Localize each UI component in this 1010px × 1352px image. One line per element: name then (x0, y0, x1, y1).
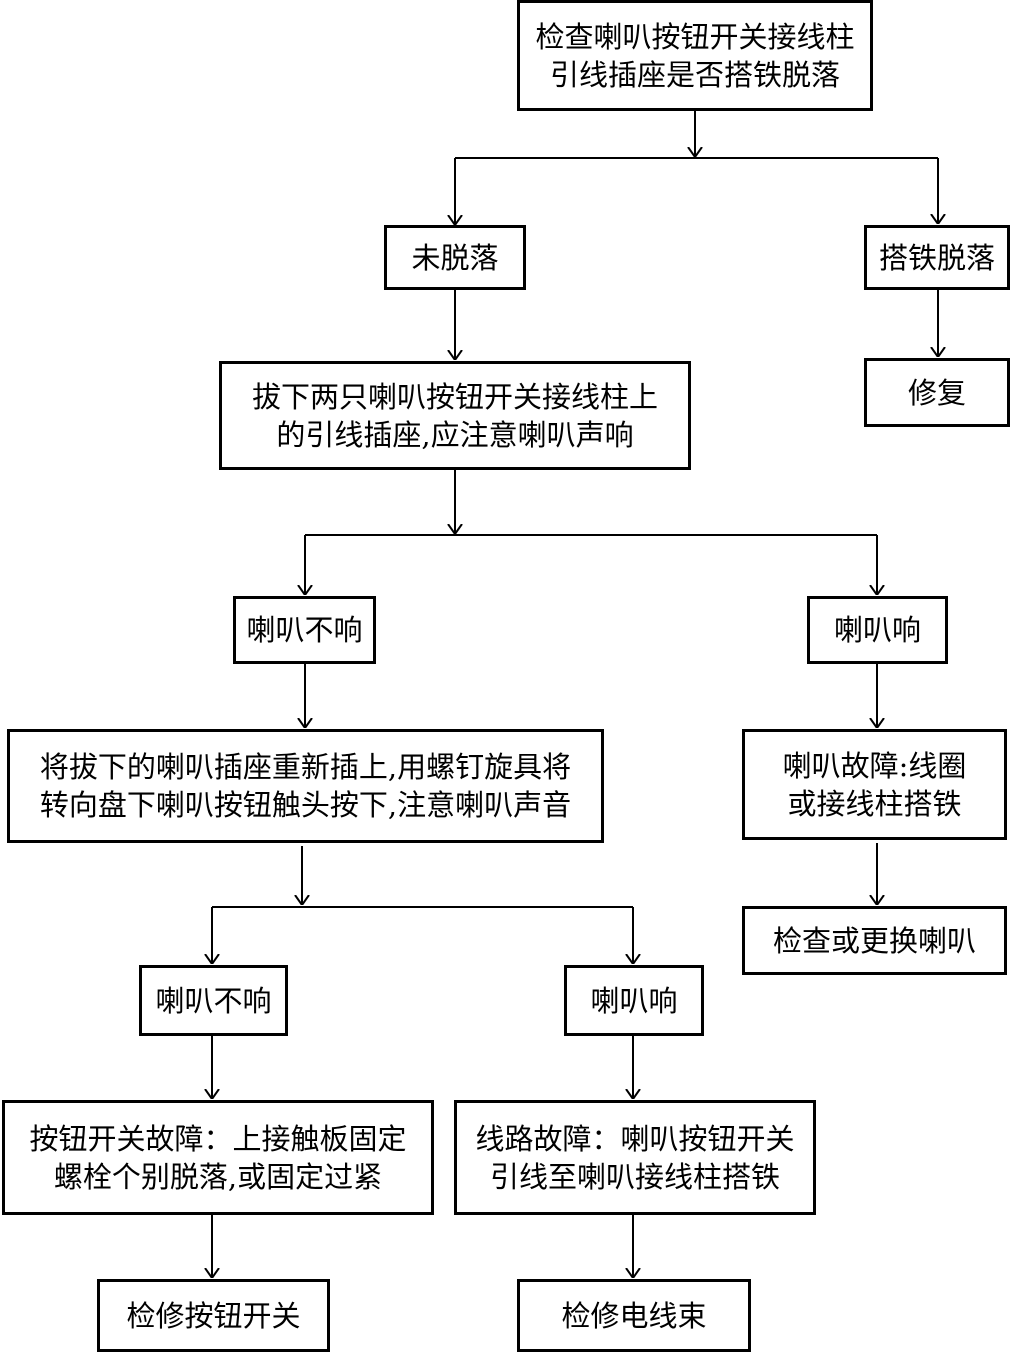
node-text: 喇叭故障:线圈或接线柱搭铁 (783, 747, 967, 823)
node-text-line: 转向盘下喇叭按钮触头按下,注意喇叭声音 (39, 788, 572, 822)
node-text: 喇叭响 (590, 982, 677, 1020)
node-fallen-ground: 搭铁脱落 (864, 225, 1010, 290)
node-repair: 修复 (864, 358, 1010, 427)
node-text: 未脱落 (411, 239, 498, 277)
node-repair-switch: 检修按钮开关 (97, 1279, 330, 1352)
node-text: 按钮开关故障：上接触板固定螺栓个别脱落,或固定过紧 (29, 1120, 406, 1196)
node-text-line: 引线插座是否搭铁脱落 (549, 57, 840, 92)
node-text-line: 或接线柱搭铁 (787, 786, 962, 821)
node-text-line: 喇叭不响 (246, 613, 363, 647)
node-horn-silent-1: 喇叭不响 (233, 596, 376, 664)
node-text: 修复 (908, 374, 966, 412)
node-text-line: 按钮开关故障：上接触板固定 (29, 1121, 407, 1156)
node-check-socket: 检查喇叭按钮开关接线柱引线插座是否搭铁脱落 (517, 0, 873, 111)
node-text-line: 检修电线束 (561, 1298, 707, 1333)
node-text-line: 螺栓个别脱落,或固定过紧 (53, 1159, 383, 1194)
node-horn-sounds-2: 喇叭响 (564, 965, 704, 1036)
node-horn-silent-2: 喇叭不响 (139, 965, 288, 1036)
node-text-line: 检查或更换喇叭 (772, 923, 976, 958)
node-text-line: 喇叭响 (833, 613, 921, 647)
node-text: 检修按钮开关 (126, 1297, 300, 1335)
node-replug-press: 将拔下的喇叭插座重新插上,用螺钉旋具将转向盘下喇叭按钮触头按下,注意喇叭声音 (7, 729, 604, 843)
node-horn-sounds-1: 喇叭响 (807, 596, 948, 664)
node-text-line: 将拔下的喇叭插座重新插上,用螺钉旋具将 (39, 750, 572, 784)
node-not-fallen: 未脱落 (384, 225, 526, 290)
node-text: 搭铁脱落 (879, 239, 995, 277)
node-text: 检查喇叭按钮开关接线柱引线插座是否搭铁脱落 (535, 18, 854, 94)
node-text-line: 线路故障：喇叭按钮开关 (475, 1121, 795, 1156)
node-text-line: 喇叭故障:线圈 (782, 748, 967, 783)
node-text: 线路故障：喇叭按钮开关引线至喇叭接线柱搭铁 (475, 1120, 794, 1196)
node-text: 检修电线束 (561, 1297, 706, 1335)
node-repair-harness: 检修电线束 (517, 1279, 751, 1352)
node-text: 喇叭响 (834, 611, 921, 649)
node-text-line: 引线至喇叭接线柱搭铁 (489, 1159, 780, 1194)
node-text-line: 喇叭不响 (155, 983, 272, 1018)
node-check-replace-horn: 检查或更换喇叭 (742, 906, 1007, 975)
node-text-line: 喇叭响 (590, 983, 678, 1018)
node-text-line: 未脱落 (411, 240, 499, 275)
node-text: 喇叭不响 (155, 982, 271, 1020)
node-text: 喇叭不响 (246, 611, 362, 649)
node-text-line: 检修按钮开关 (126, 1298, 301, 1333)
node-switch-fault: 按钮开关故障：上接触板固定螺栓个别脱落,或固定过紧 (2, 1100, 434, 1215)
node-text-line: 修复 (907, 375, 966, 410)
node-horn-fault: 喇叭故障:线圈或接线柱搭铁 (742, 729, 1007, 840)
node-unplug-sockets: 拔下两只喇叭按钮开关接线柱上的引线插座,应注意喇叭声响 (219, 361, 691, 470)
node-text-line: 的引线插座,应注意喇叭声响 (276, 417, 634, 452)
node-text-line: 搭铁脱落 (878, 240, 995, 275)
node-text: 检查或更换喇叭 (773, 922, 976, 960)
node-text: 拔下两只喇叭按钮开关接线柱上的引线插座,应注意喇叭声响 (252, 378, 658, 454)
node-text-line: 检查喇叭按钮开关接线柱 (535, 19, 855, 54)
node-text: 将拔下的喇叭插座重新插上,用螺钉旋具将转向盘下喇叭按钮触头按下,注意喇叭声音 (40, 748, 571, 824)
node-circuit-fault: 线路故障：喇叭按钮开关引线至喇叭接线柱搭铁 (454, 1100, 816, 1215)
node-text-line: 拔下两只喇叭按钮开关接线柱上 (251, 379, 658, 414)
